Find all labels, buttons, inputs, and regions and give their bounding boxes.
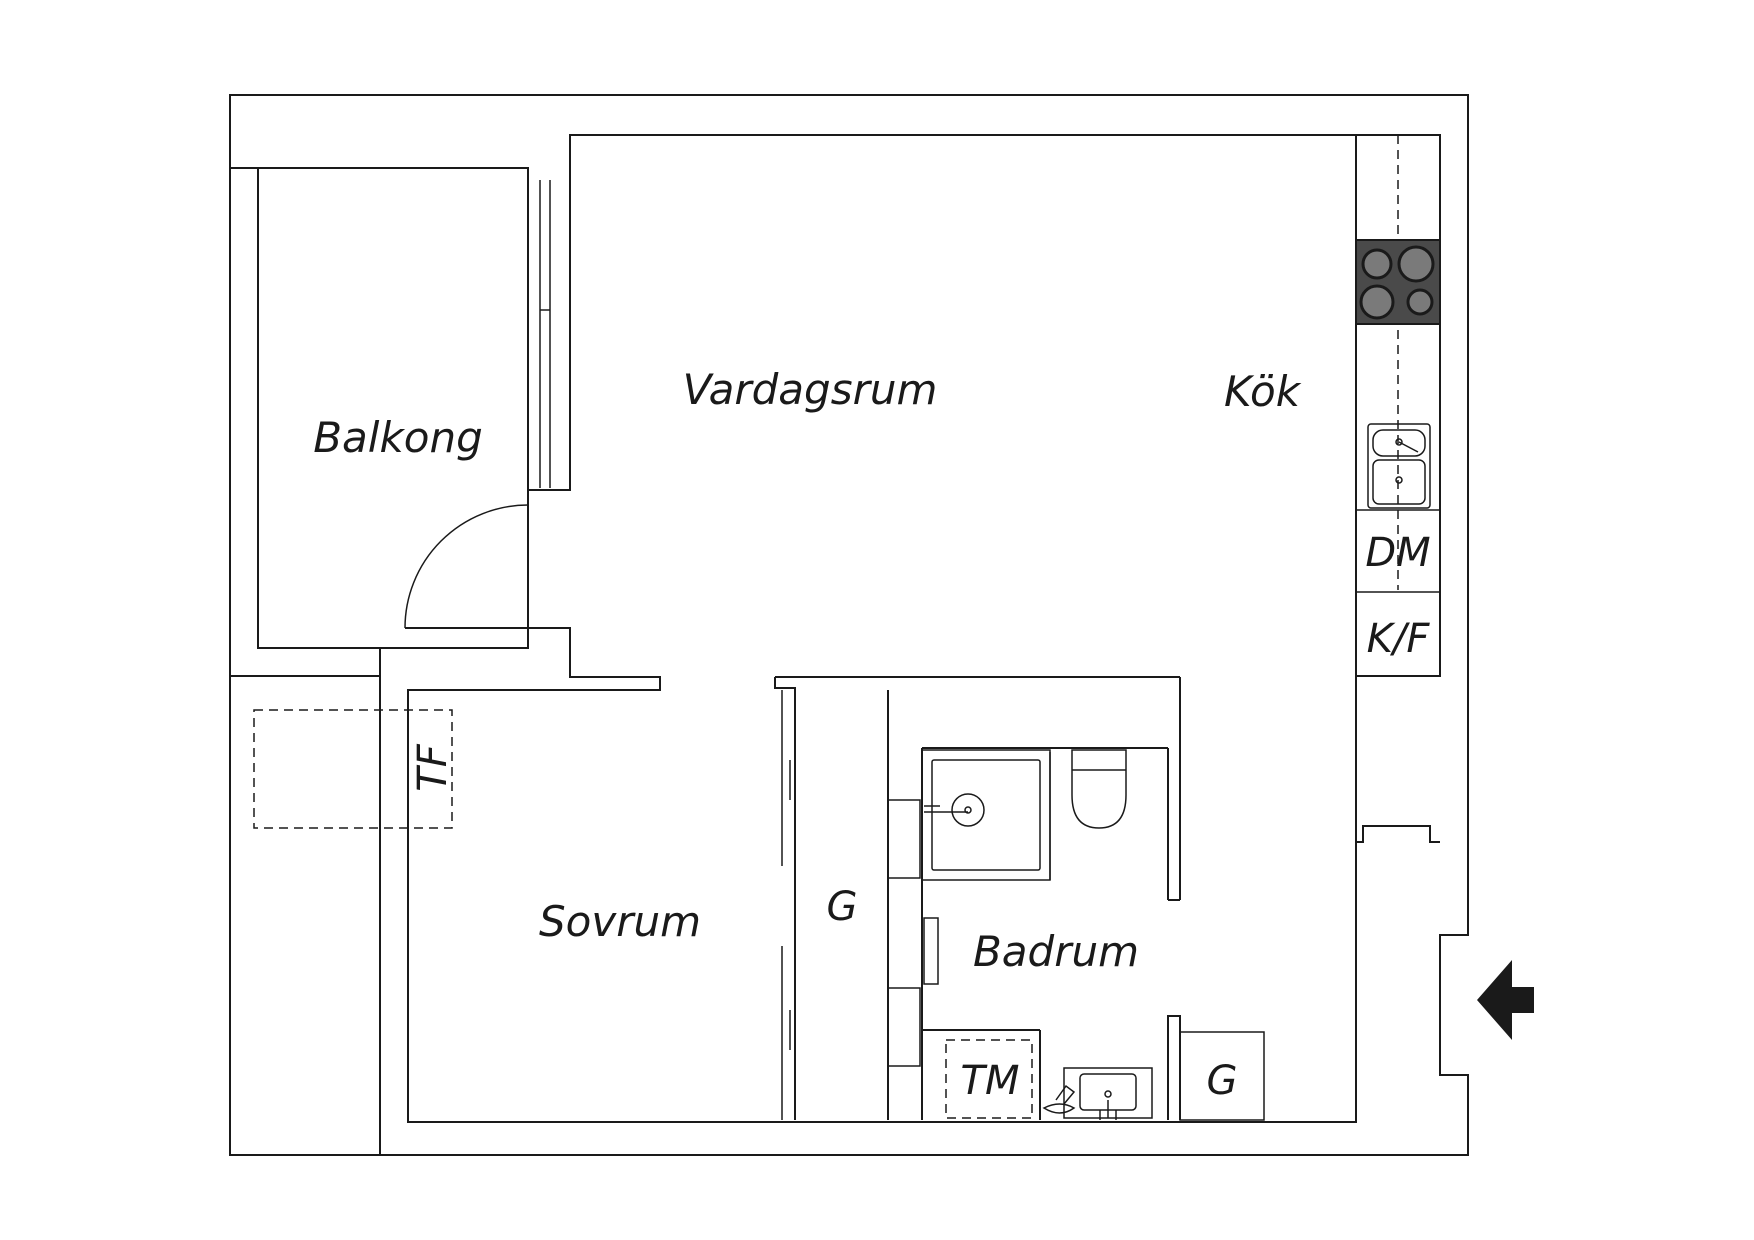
washbasin-icon [1042, 1067, 1153, 1120]
label-g-sovrum: G [827, 884, 858, 930]
label-tm: TM [961, 1058, 1020, 1104]
room-label-balkong: Balkong [313, 413, 483, 462]
room-label-vardagsrum: Vardagsrum [683, 365, 938, 414]
hall-walls [1355, 825, 1440, 1120]
balcony [257, 167, 529, 649]
entrance-arrow-icon[interactable] [1477, 960, 1534, 1040]
room-label-badrum: Badrum [973, 927, 1139, 976]
kitchen-sink-icon [1367, 423, 1431, 509]
balcony-door[interactable] [404, 504, 529, 629]
bathroom-cupboard [1179, 1031, 1265, 1121]
outer-walls [229, 94, 1469, 1156]
room-label-sovrum: Sovrum [539, 897, 701, 946]
label-kf: K/F [1367, 616, 1431, 662]
bedroom-wardrobe [774, 676, 1180, 1120]
shower-icon [921, 749, 1051, 881]
room-label-kok: Kök [1224, 367, 1302, 416]
toilet-icon [1071, 749, 1127, 829]
label-tf: TF [410, 743, 456, 791]
washing-machine [945, 1039, 1033, 1119]
balcony-window [539, 180, 551, 488]
label-g-badrum: G [1207, 1058, 1238, 1104]
stove-icon [1355, 239, 1441, 325]
tf-dashed-area [253, 709, 453, 829]
bathroom-walls [921, 677, 1181, 1120]
label-dm: DM [1365, 530, 1430, 576]
kitchen-counter [1355, 134, 1441, 677]
